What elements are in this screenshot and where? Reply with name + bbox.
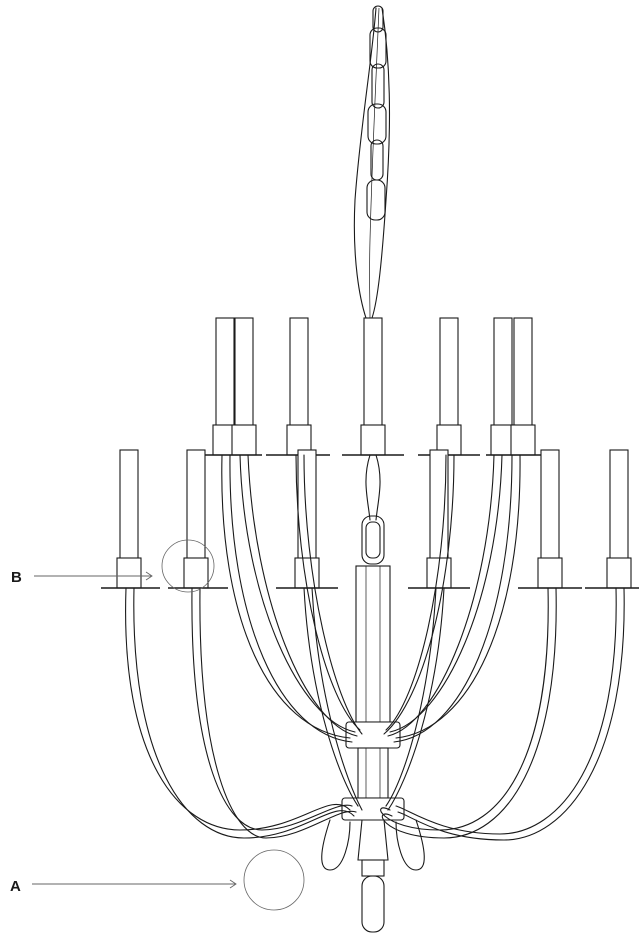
detail-label-a: A — [10, 878, 21, 895]
upper-arms — [221, 454, 521, 743]
callout-b: B — [11, 539, 215, 593]
detail-circle-b — [161, 539, 215, 593]
callout-a: A — [10, 849, 305, 911]
detail-circle-a — [243, 849, 305, 911]
upper-candles — [196, 317, 552, 456]
detail-label-b: B — [11, 569, 22, 586]
lower-arms — [125, 587, 625, 871]
lower-candles — [101, 449, 639, 589]
central-stem — [341, 454, 405, 933]
suspension-chain — [353, 5, 391, 319]
